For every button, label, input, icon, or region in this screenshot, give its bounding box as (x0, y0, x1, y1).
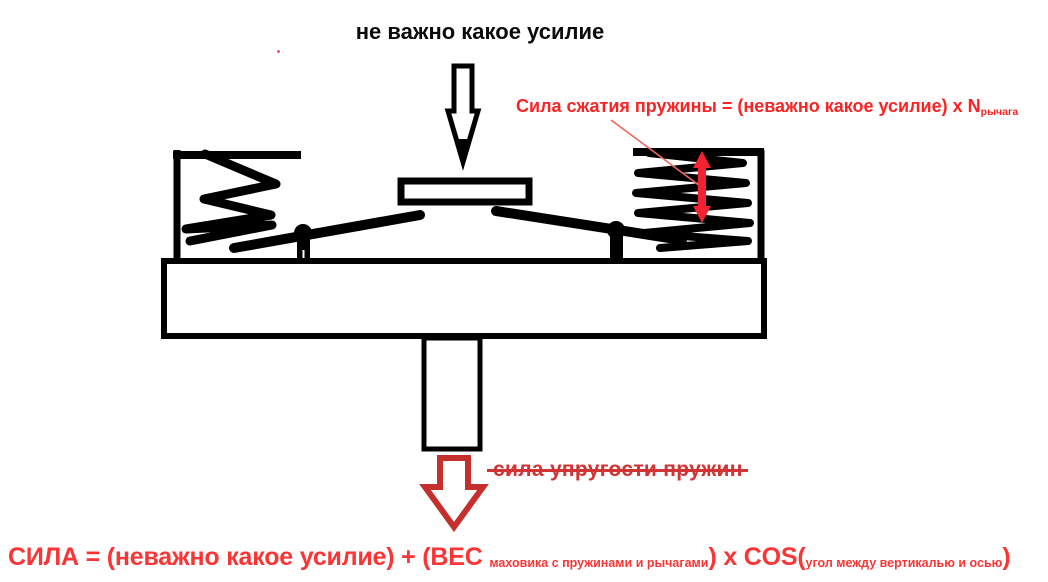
stray-dot (277, 50, 280, 53)
base-block (161, 258, 767, 339)
applied-force-arrow-tip (455, 139, 471, 164)
spring-compression-formula: Сила сжатия пружины = (неважно какое уси… (516, 96, 1019, 118)
spring-compression-formula-main: Сила сжатия пружины = (неважно какое уси… (516, 96, 981, 116)
callout-line-icon (610, 119, 701, 187)
left-pivot (294, 224, 312, 260)
right-pivot-cap (607, 221, 625, 239)
diagram-title: не важно какое усилие (355, 19, 605, 44)
total-force-formula-part1: СИЛА = (неважно какое усилие) + (ВЕС (8, 543, 490, 571)
left-lever (229, 210, 425, 253)
left-frame (173, 150, 301, 259)
applied-force-arrow-outline (444, 63, 482, 171)
total-force-formula-sub1: маховика с пружинами и рычагами (489, 556, 709, 570)
output-force-arrow-icon (419, 455, 489, 533)
total-force-formula: СИЛА = (неважно какое усилие) + (ВЕС мах… (8, 543, 1011, 571)
spring-compression-double-arrow-icon (693, 151, 711, 223)
right-lever (491, 206, 687, 245)
right-pivot (607, 221, 625, 260)
strike-line (487, 469, 748, 472)
flywheel-plate (397, 177, 533, 206)
total-force-formula-part2: ) х COS( (708, 543, 806, 571)
spring-compression-formula-subscript: рычага (980, 106, 1019, 118)
applied-force-arrow-icon (444, 63, 482, 171)
total-force-formula-sub2: угол между вертикалью и осью (805, 556, 1003, 570)
left-pivot-cap (294, 224, 312, 242)
left-spring (181, 149, 281, 246)
total-force-formula-part3: ) (1002, 543, 1011, 571)
axle-shaft (421, 335, 483, 452)
